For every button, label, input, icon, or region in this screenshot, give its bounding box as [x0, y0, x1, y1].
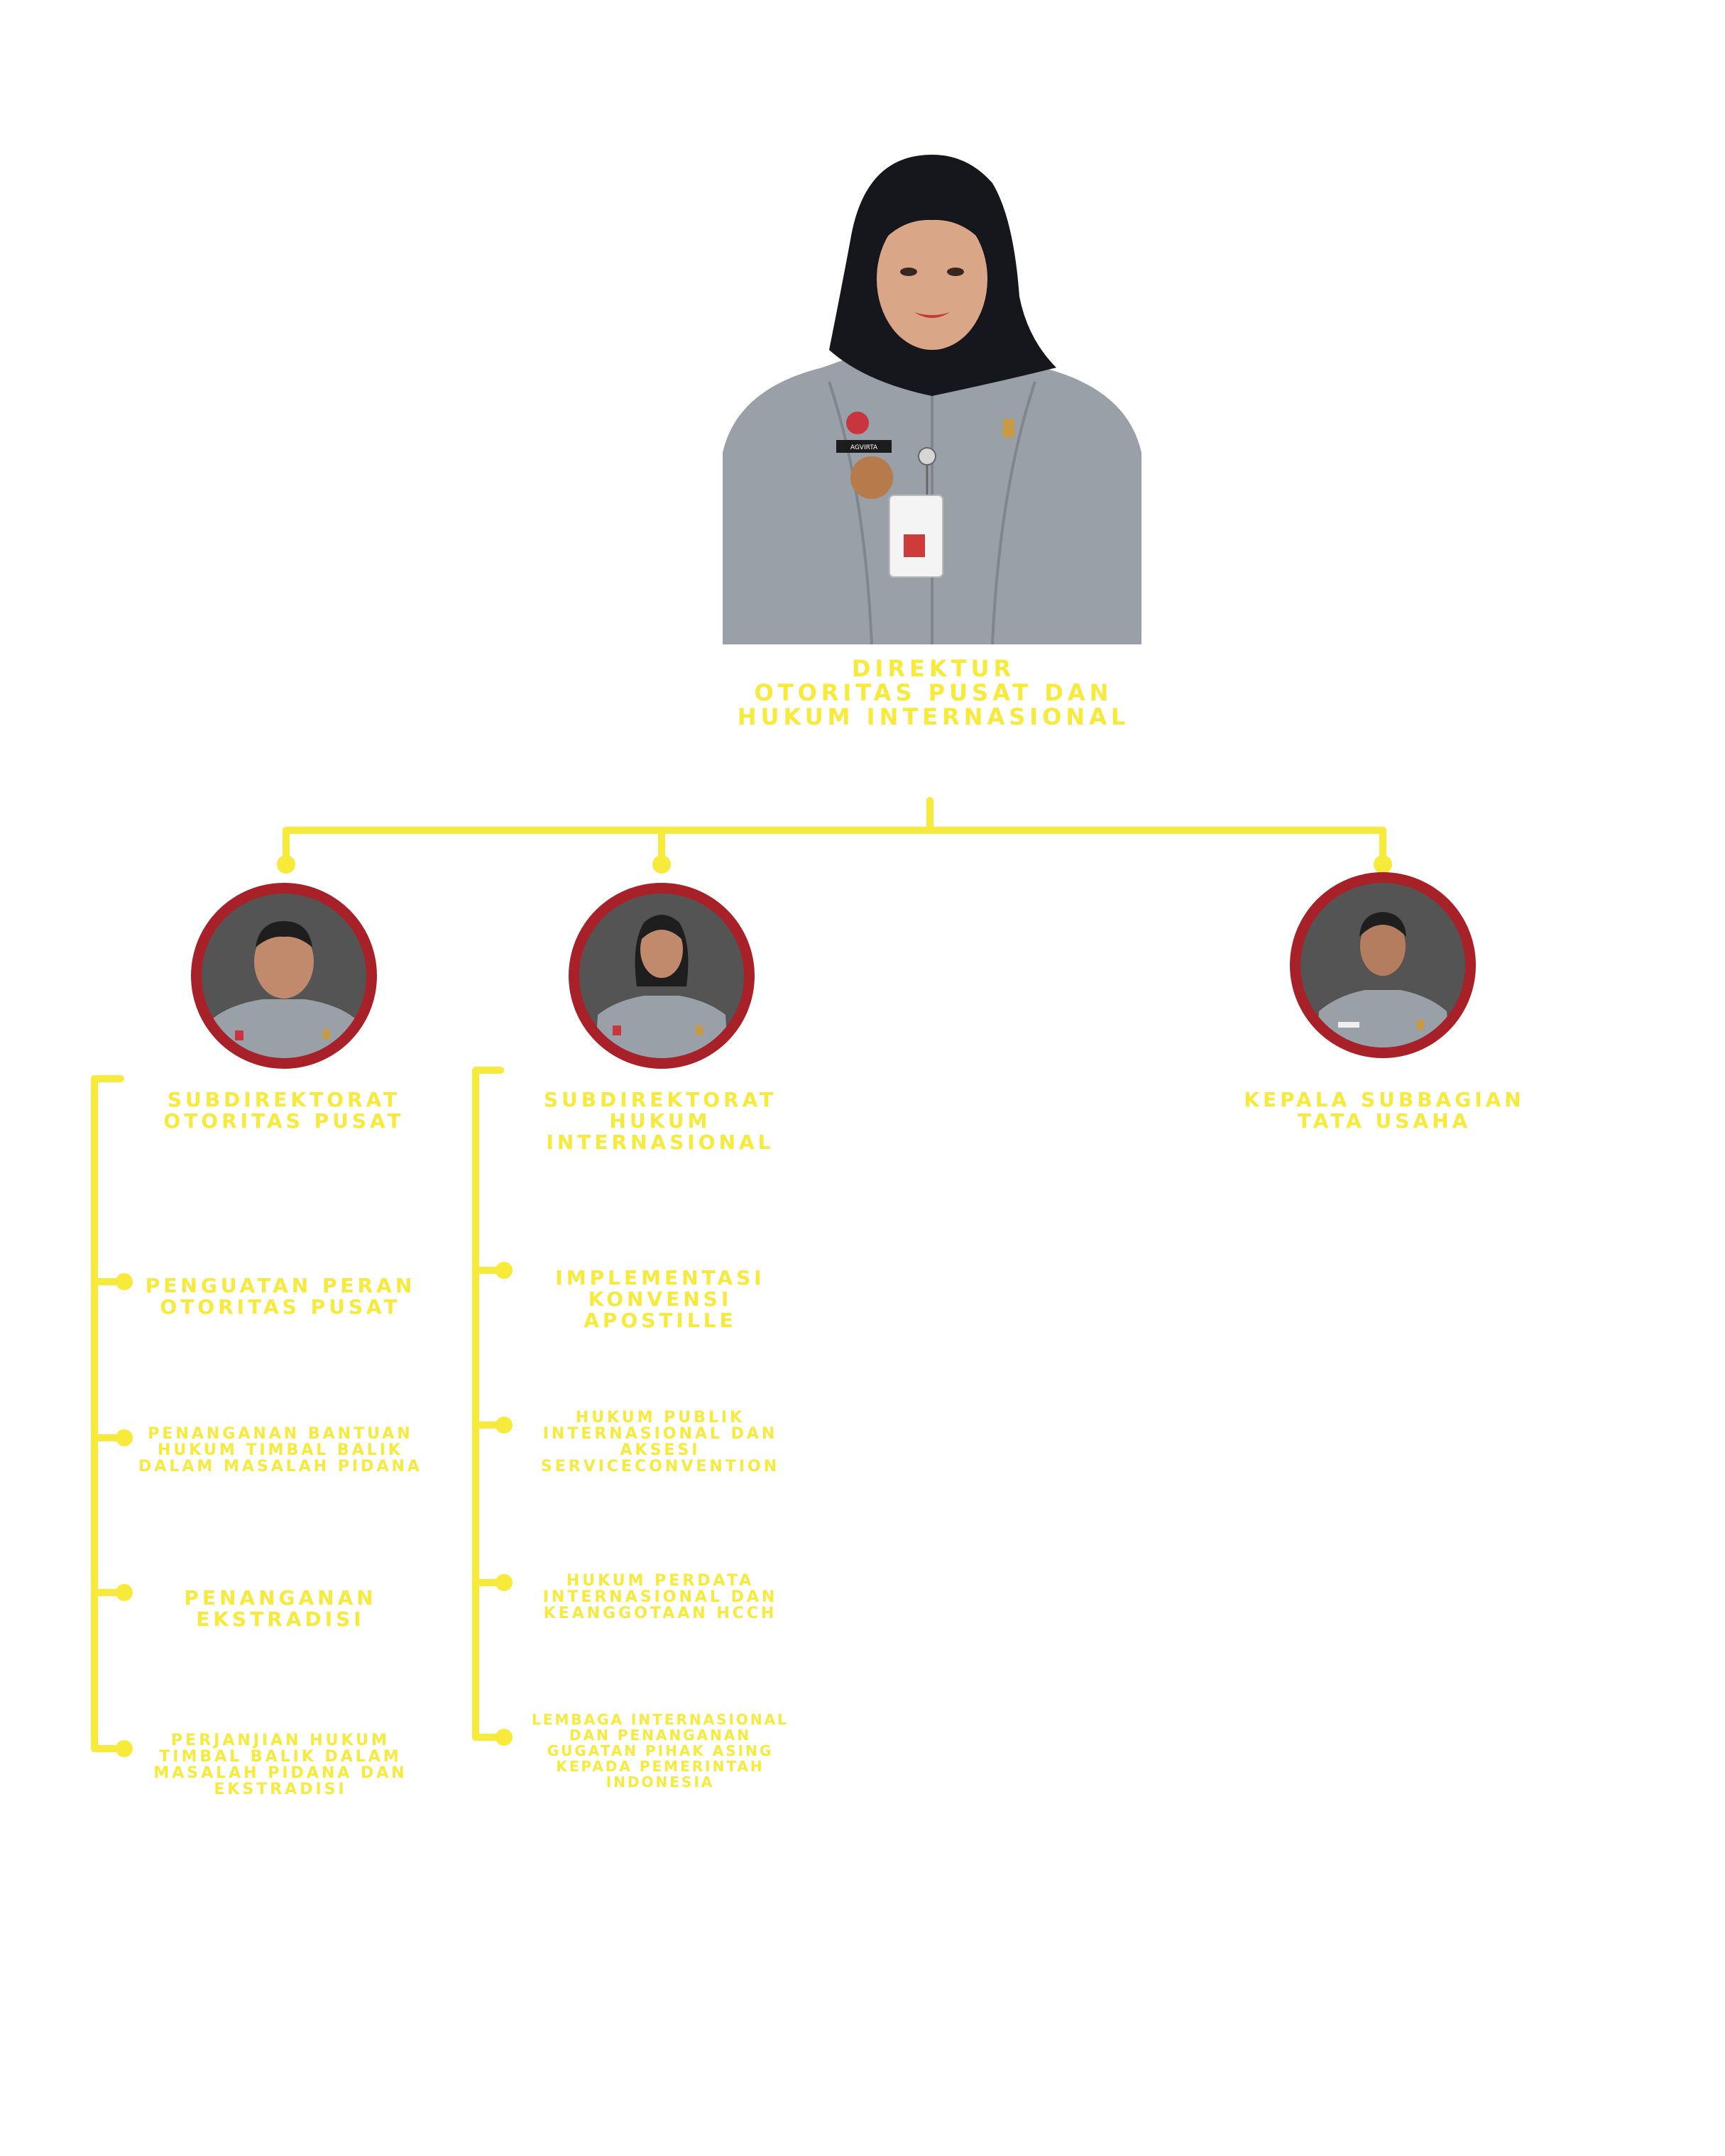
bullet-mid-3: [495, 1574, 513, 1591]
section-hukum-perdata: HUKUM PERDATA INTERNASIONAL DAN KEANGGOT…: [542, 1572, 778, 1622]
bullet-mid-1: [495, 1262, 513, 1279]
avatar-subdirektorat-hukum-internasional: [569, 883, 755, 1069]
section-lembaga-internasional: LEMBAGA INTERNASIONAL DAN PENANGANAN GUG…: [532, 1711, 789, 1791]
bullet-left-1: [116, 1273, 133, 1290]
section-perjanjian-hukum: PERJANJIAN HUKUM TIMBAL BALIK DALAM MASA…: [153, 1732, 407, 1798]
avatar-kepala-subbagian-tata-usaha: [1290, 872, 1476, 1058]
section-penanganan-ekstradisi: PENANGANAN EKSTRADISI: [184, 1586, 377, 1631]
bullet-left-3: [116, 1584, 133, 1601]
connector-node-middle: [652, 855, 671, 874]
connector-node-left: [277, 855, 295, 874]
connector-node-right: [1374, 855, 1392, 874]
director-title: DIREKTUR OTORITAS PUSAT DAN HUKUM INTERN…: [737, 655, 1130, 730]
unit-title-otoritas-pusat: SUBDIREKTORAT OTORITAS PUSAT: [163, 1088, 405, 1133]
section-konvensi-apostille: IMPLEMENTASI KONVENSI APOSTILLE: [555, 1266, 765, 1332]
bracket-left: [91, 1075, 124, 1752]
director-photo: AGVIRTA: [723, 155, 1141, 644]
bullet-left-4: [116, 1740, 133, 1757]
bullet-mid-2: [495, 1417, 513, 1434]
bracket-middle: [472, 1067, 504, 1741]
bullet-mid-4: [495, 1729, 513, 1746]
section-penanganan-bantuan: PENANGANAN BANTUAN HUKUM TIMBAL BALIK DA…: [138, 1425, 422, 1475]
unit-title-tata-usaha: KEPALA SUBBAGIAN TATA USAHA: [1244, 1088, 1525, 1133]
bullet-left-2: [116, 1429, 133, 1446]
avatar-subdirektorat-otoritas-pusat: [191, 883, 377, 1069]
section-hukum-publik: HUKUM PUBLIK INTERNASIONAL DAN AKSESI SE…: [540, 1409, 780, 1475]
name-tag: AGVIRTA: [850, 444, 878, 451]
unit-title-hukum-internasional: SUBDIREKTORAT HUKUM INTERNASIONAL: [543, 1088, 777, 1154]
section-penguatan-peran: PENGUATAN PERAN OTORITAS PUSAT: [145, 1274, 416, 1319]
